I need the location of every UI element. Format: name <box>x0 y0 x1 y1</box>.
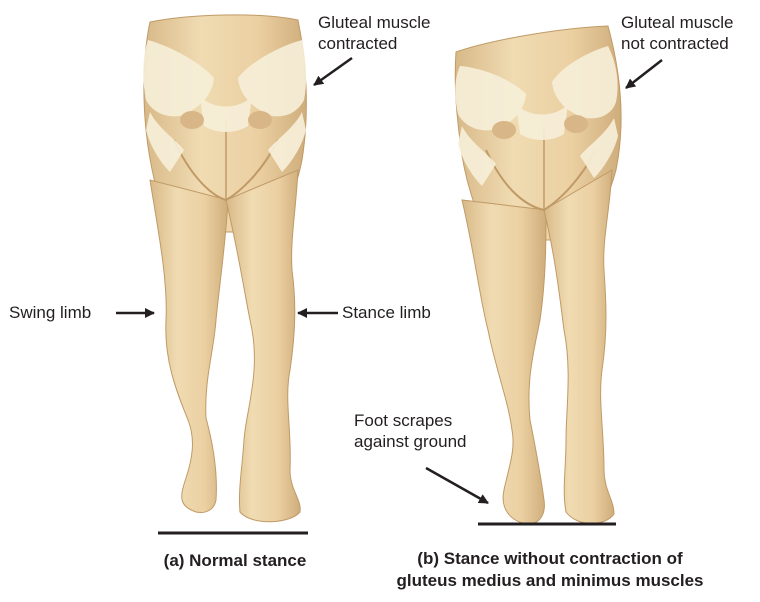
caption-a: (a) Normal stance <box>130 550 340 572</box>
swing-leg-a <box>150 180 228 513</box>
label-gluteal-not-contracted: Gluteal muscle not contracted <box>621 12 733 54</box>
arrow-glut-contracted <box>314 58 352 85</box>
figure-b-legs <box>455 26 621 524</box>
stance-leg-b <box>544 170 614 524</box>
figure-a-legs <box>143 15 306 522</box>
arrow-glut-not-contracted <box>626 60 662 88</box>
label-foot-scrapes: Foot scrapes against ground <box>354 410 466 452</box>
swing-leg-b <box>462 200 546 524</box>
caption-b: (b) Stance without contraction of gluteu… <box>380 548 720 592</box>
label-stance-limb: Stance limb <box>342 302 431 323</box>
label-gluteal-contracted: Gluteal muscle contracted <box>318 12 430 54</box>
stance-leg-a <box>226 170 300 522</box>
label-swing-limb: Swing limb <box>9 302 91 323</box>
arrow-foot-scrapes <box>426 468 488 503</box>
